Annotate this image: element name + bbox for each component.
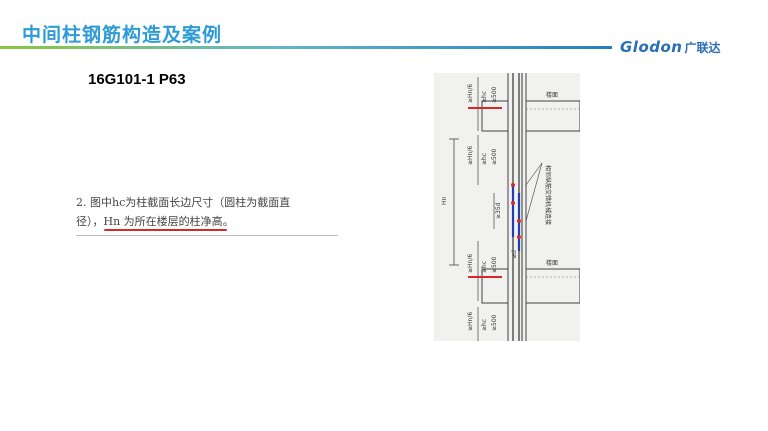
beam-top [525, 100, 580, 132]
dim-upper-hc: ≥hc [481, 153, 488, 165]
callout-leader-1 [525, 162, 543, 186]
logo-text-en: Glodon [620, 38, 683, 56]
dim-35d: ≥35d [495, 202, 502, 219]
header-divider [0, 46, 612, 49]
dim-upper-hn6: ≥Hn/6 [467, 146, 474, 165]
dim-bottom-hc: ≥hc [481, 319, 488, 331]
logo-text-cn: 广联达 [684, 40, 721, 55]
page-title: 中间柱钢筋构造及案例 [22, 24, 223, 46]
splice-dot-3 [517, 219, 521, 223]
note-paragraph: 2. 图中hc为柱截面长边尺寸（圆柱为截面直 径），Hn 为所在楼层的柱净高。 [76, 193, 338, 236]
beam-top-left [481, 100, 509, 132]
splice-dot-2 [511, 201, 515, 205]
dim-bottom-hn6: ≥Hn/6 [467, 312, 474, 331]
callout-leader-2 [525, 162, 543, 222]
column-rebar-svg: 楼面 楼面 Hn ≥Hn/6 ≥hc ≥500 ≥Hn/6 ≥hc ≥500 ≥… [441, 73, 580, 341]
dim-lower-500: ≥500 [491, 256, 498, 273]
note-line-1: 2. 图中hc为柱截面长边尺寸（圆柱为截面直 [76, 196, 291, 209]
callout-text: 相邻纵筋交错机械连接 [544, 165, 552, 225]
note-line-2-suffix: 。 [222, 215, 234, 228]
dim-lower-hc: ≥hc [481, 261, 488, 273]
glodon-logo: Glodon 广联达 [620, 37, 721, 57]
column-rebar-diagram: 楼面 楼面 Hn ≥Hn/6 ≥hc ≥500 ≥Hn/6 ≥hc ≥500 ≥… [434, 73, 580, 341]
dim-top-hc: ≥hc [481, 91, 488, 103]
tag-d: ≥d [511, 250, 518, 259]
note-line-2: 径），Hn 为所在楼层的柱净高。 [76, 212, 338, 231]
dim-top-hn6: ≥Hn/6 [467, 84, 474, 103]
dim-top-500: ≥500 [491, 86, 498, 103]
note-line-2-prefix: 径）， [76, 215, 104, 228]
note-underlined-text: Hn 为所在楼层的柱净高 [103, 215, 223, 228]
dim-upper-500: ≥500 [491, 148, 498, 165]
code-reference: 16G101-1 P63 [88, 71, 186, 88]
floor-label-bottom: 楼面 [546, 259, 558, 267]
splice-dot-4 [517, 235, 521, 239]
dim-lower-hn6: ≥Hn/6 [467, 254, 474, 273]
beam-bottom [525, 268, 580, 304]
dim-bottom-500: ≥500 [491, 314, 498, 331]
hn-label: Hn [441, 196, 448, 205]
floor-label-top: 楼面 [546, 91, 558, 99]
beam-bottom-left [481, 268, 509, 304]
splice-dot-1 [511, 183, 515, 187]
